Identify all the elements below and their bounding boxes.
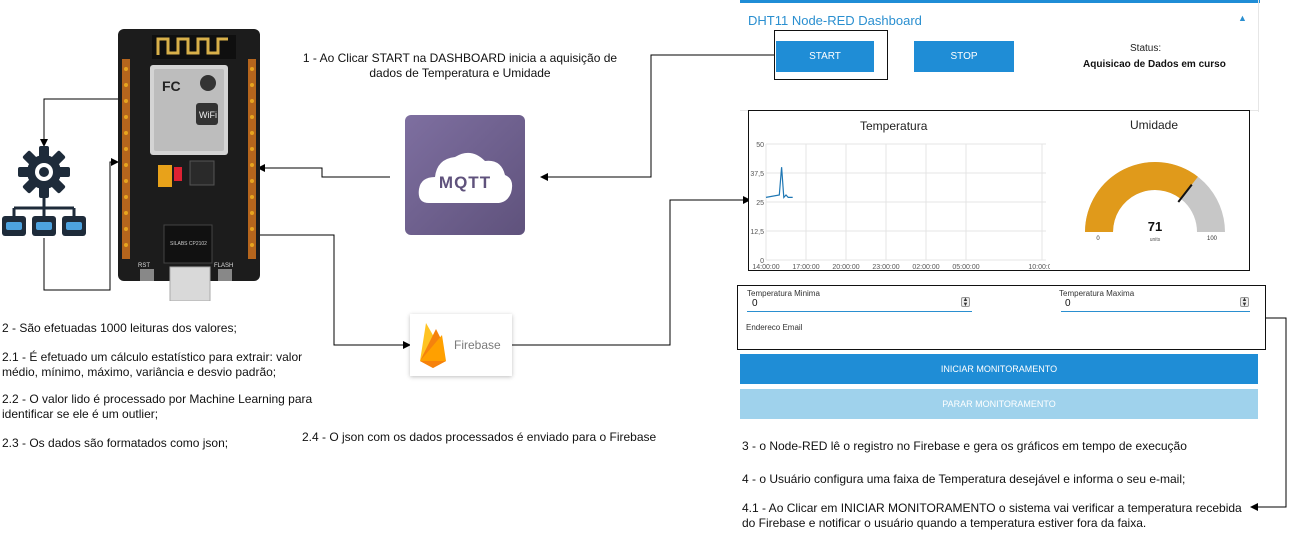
mqtt-label: MQTT [438,173,492,192]
arrow-form-to-step41 [1250,317,1287,511]
gauge-max: 100 [1207,236,1218,242]
fc-logo: FC [162,78,181,94]
temp-max-spinner-icon[interactable]: ▲▼ [1240,297,1249,308]
firebase-flame-icon [420,323,446,368]
collapse-caret-icon[interactable]: ▲ [1238,13,1247,23]
stop-button[interactable]: STOP [914,41,1014,72]
gauge-min: 0 [1096,236,1100,242]
note-step1: 1 - Ao Clicar START na DASHBOARD inicia … [302,51,618,80]
humidity-gauge-title: Umidade [1130,118,1179,132]
nodemcu-board-image: FC WiFi SILABS CP2102 RST FLASH [118,29,260,301]
monitoring-form-panel [737,285,1266,350]
y-tick-label: 12,5 [750,229,764,236]
gauge-units: units [1150,237,1161,243]
arrow-firebase-to-chart [512,196,751,346]
x-tick-label: 20:00:00 [832,264,859,270]
temperature-chart: 0 12,5 25 37,5 50 14:00:00 17:00:00 20:00:00 23:… [750,142,1050,270]
arrow-dashboard-to-mqtt [540,54,774,181]
arrow-processing-to-board [43,158,119,291]
temp-min-input[interactable]: 0 [752,298,758,309]
temp-min-spinner-icon[interactable]: ▲▼ [961,297,970,308]
note-step3: 3 - o Node-RED lê o registro no Firebase… [742,439,1187,453]
note-step2-1: 2.1 - É efetuado um cálculo estatístico … [2,350,303,379]
flash-label: FLASH [214,263,233,269]
temp-min-underline [747,311,972,312]
temp-max-label: Temperatura Maxima [1059,289,1135,298]
arrow-board-to-firebase [258,234,411,349]
firebase-logo: Firebase [410,314,512,376]
humidity-gauge: 71 units 0 100 [1085,162,1225,243]
wifi-logo: WiFi [199,110,217,120]
note-step4-1: 4.1 - Ao Clicar em INICIAR MONITORAMENTO… [742,501,1242,530]
temp-max-underline [1061,311,1250,312]
processing-gear-icon [2,146,86,236]
firebase-label: Firebase [454,338,501,352]
dashboard-title: DHT11 Node-RED Dashboard [748,13,922,28]
usb-chip-label: SILABS CP2102 [170,241,207,247]
status-value: Aquisicao de Dados em curso [1083,59,1226,70]
dashboard-right-border [1258,0,1259,112]
start-button[interactable]: START [776,41,874,72]
y-tick-label: 50 [756,142,764,149]
temperature-chart-title: Temperatura [860,119,928,133]
start-highlight-box [774,30,888,80]
note-step2-3: 2.3 - Os dados são formatados como json; [2,436,229,450]
y-tick-label: 37,5 [750,171,764,178]
x-tick-label: 05:00:00 [952,264,979,270]
status-label: Status: [1130,43,1162,54]
note-step4: 4 - o Usuário configura uma faixa de Tem… [742,472,1186,486]
email-input[interactable] [746,333,1251,345]
note-step2-4: 2.4 - O json com os dados processados é … [302,430,657,444]
mqtt-logo: MQTT [405,115,525,235]
gauge-fill [1085,162,1198,232]
arrow-board-to-processing [40,98,120,147]
x-tick-label: 17:00:00 [792,264,819,270]
gauge-value: 71 [1148,219,1162,234]
temperature-series-line [765,167,793,199]
x-tick-label: 14:00:00 [752,264,779,270]
gauge-needle [1177,183,1193,203]
arrow-mqtt-to-board [257,164,390,178]
email-label: Endereco Email [746,323,803,332]
y-tick-label: 0 [760,258,764,265]
x-tick-label: 23:00:00 [872,264,899,270]
start-monitoring-button[interactable]: INICIAR MONITORAMENTO [740,354,1258,384]
temp-max-input[interactable]: 0 [1065,298,1071,309]
x-tick-label: 10:00:00 [1028,264,1050,270]
x-tick-label: 02:00:00 [912,264,939,270]
dashboard-top-bar [740,0,1260,3]
note-step2: 2 - São efetuadas 1000 leituras dos valo… [2,321,237,335]
temp-min-label: Temperatura Minima [747,289,820,298]
rst-label: RST [138,263,150,269]
note-step2-2: 2.2 - O valor lido é processado por Mach… [2,392,313,421]
y-tick-label: 25 [756,200,764,207]
stop-monitoring-button[interactable]: PARAR MONITORAMENTO [740,389,1258,419]
